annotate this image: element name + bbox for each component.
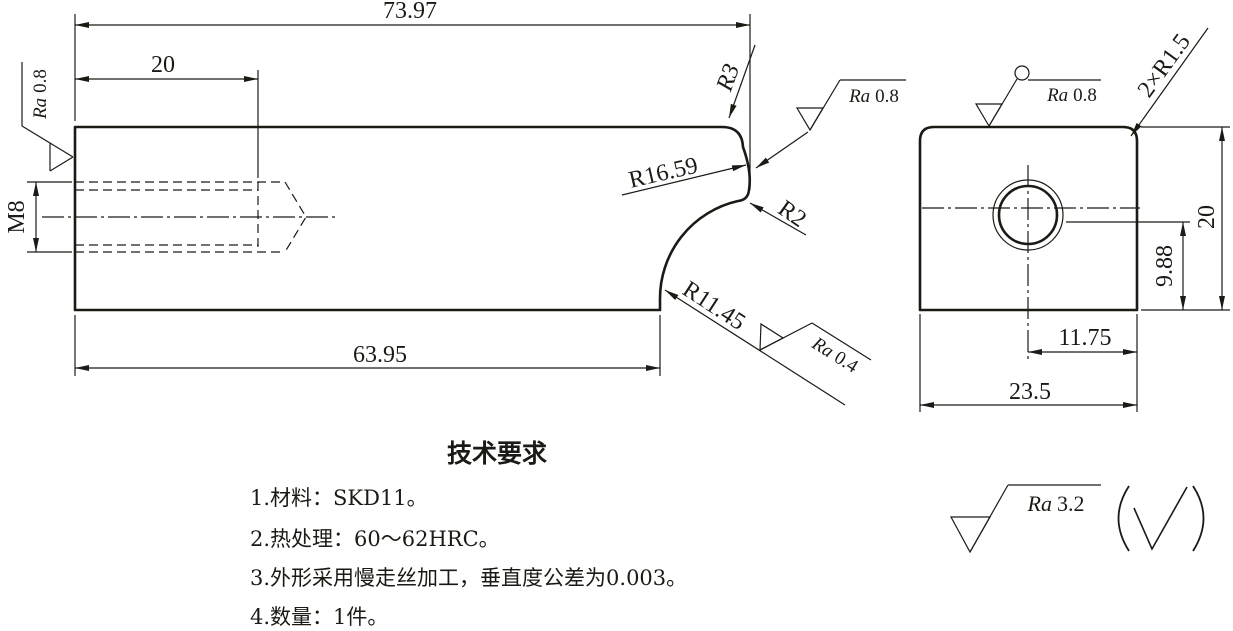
requirement-item-3: 3.外形采用慢走丝加工，垂直度公差为0.003。	[250, 566, 687, 590]
front-view: 73.97 20 63.95 M8 Ra0.8 R3 R16.59	[4, 0, 906, 406]
left-parenthesis-icon	[1117, 485, 1130, 552]
finish-ra-symbol: Ra	[1046, 85, 1068, 106]
leader-radius-notch	[664, 289, 846, 406]
all-around-circle-icon	[1014, 65, 1030, 81]
check-mark-icon	[1133, 486, 1188, 551]
radius-top-corner: R3	[711, 61, 745, 96]
finish-ra-symbol: Ra	[848, 86, 870, 107]
requirement-item-2: 2.热处理：60～62HRC。	[250, 527, 500, 551]
leader-radius-top-corner	[728, 44, 756, 119]
dim-thread-depth: 20	[151, 52, 175, 78]
leader-radius-upper-curve	[621, 164, 747, 196]
leader-corner-radius	[1130, 27, 1209, 137]
leader-radius-blend	[749, 202, 807, 236]
dim-hole-offset: 11.75	[1058, 325, 1111, 351]
finish-long-leg	[809, 79, 841, 131]
finish-ra-symbol: Ra	[807, 333, 837, 363]
dim-thread-size: M8	[4, 200, 30, 233]
front-view-outline	[73, 125, 752, 312]
side-view-outline	[918, 125, 1139, 312]
finish-short-leg	[49, 156, 74, 172]
dim-hole-height: 9.88	[1152, 245, 1178, 287]
radius-notch: R11.45	[678, 276, 750, 335]
dim-height: 20	[1194, 205, 1220, 229]
radius-blend: R2	[773, 196, 811, 233]
requirement-item-1: 1.材料：SKD11。	[250, 486, 428, 510]
finish-symbol-notch: Ra0.4	[759, 322, 872, 378]
finish-label: Ra 0.8	[30, 69, 51, 120]
finish-symbol-left-face: Ra 0.8	[21, 62, 74, 172]
requirement-item-4: 4.数量：1件。	[250, 605, 388, 629]
finish-long-leg	[759, 322, 813, 351]
dim-width: 23.5	[1009, 379, 1051, 405]
finish-label: Ra0.4	[807, 333, 862, 378]
finish-leader	[755, 131, 809, 169]
finish-ra-symbol: Ra	[1027, 491, 1052, 516]
finish-ra-value: 0.8	[30, 69, 51, 93]
requirements-title: 技术要求	[447, 439, 547, 468]
finish-long-leg	[988, 78, 1018, 127]
finish-ra-value: 0.8	[875, 86, 899, 107]
dim-overall-length: 73.97	[383, 0, 437, 24]
finish-triangle	[949, 516, 992, 554]
finish-triangle	[759, 322, 785, 352]
radius-upper-curve: R16.59	[626, 153, 700, 194]
finish-triangle	[795, 107, 825, 132]
technical-requirements: 技术要求 1.材料：SKD11。 2.热处理：60～62HRC。 3.外形采用慢…	[250, 439, 687, 629]
finish-ra-value: 0.8	[1073, 85, 1097, 106]
threaded-hole-hidden-lines	[75, 181, 307, 253]
finish-long-leg	[21, 125, 74, 158]
right-parenthesis-icon	[1192, 485, 1205, 552]
finish-long-leg	[969, 484, 1009, 553]
dim-bottom-length: 63.95	[353, 342, 407, 368]
finish-bar	[811, 322, 872, 361]
finish-ra-symbol: Ra	[30, 98, 51, 120]
finish-ra-value: 3.2	[1057, 491, 1085, 516]
corner-radius: 2×R1.5	[1133, 29, 1196, 102]
finish-triangle	[974, 103, 1004, 128]
